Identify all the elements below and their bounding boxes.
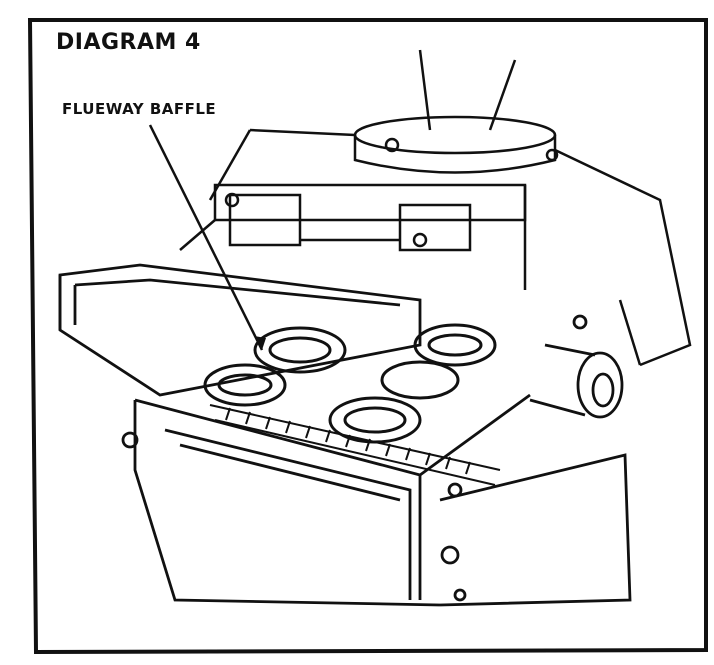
callout-arrowhead [254,336,266,350]
flue-pipe [353,49,559,174]
callout-leader-line [148,124,264,351]
burner-port [529,314,624,419]
flueway-baffles [203,323,497,444]
figure-border [27,18,708,655]
lower-cabinet [121,393,632,607]
heater-housing [208,128,692,367]
upper-chamber [179,183,527,290]
burner-trough [58,263,422,397]
exchanger-fins [209,404,501,486]
callout-label: FLUEWAY BAFFLE [62,100,217,118]
diagram-title: DIAGRAM 4 [56,30,201,55]
